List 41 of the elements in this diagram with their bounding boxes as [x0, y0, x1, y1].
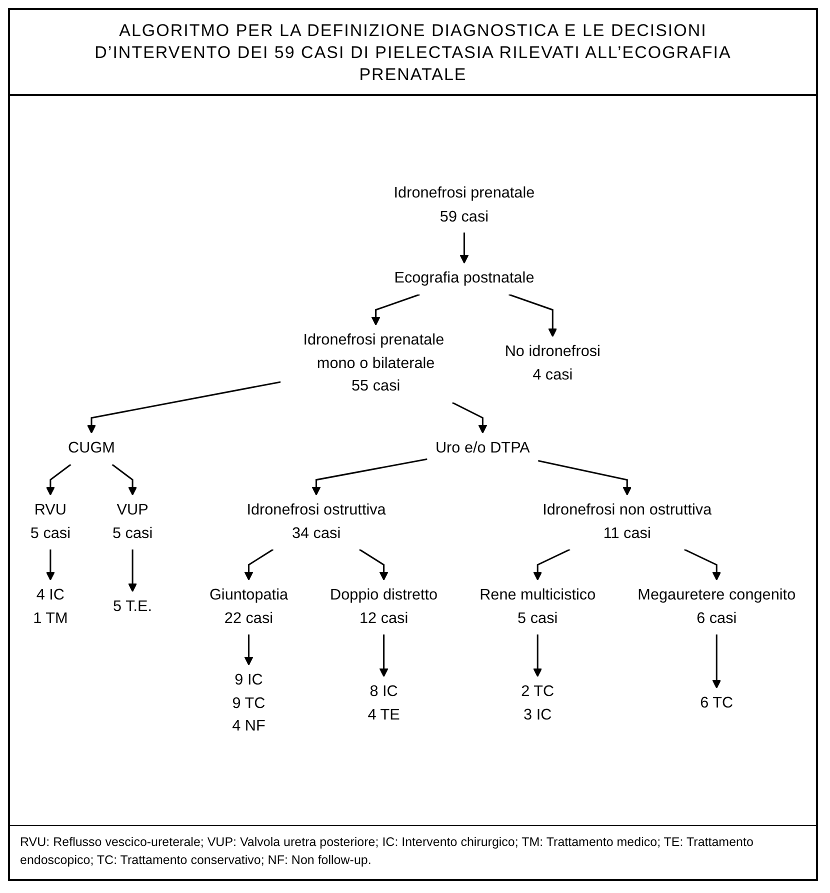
arrow	[538, 460, 632, 496]
arrow	[508, 294, 558, 338]
arrow	[379, 634, 388, 678]
node-text: 6 TC	[700, 694, 734, 712]
node-text: 2 TC 3 IC	[521, 683, 554, 724]
arrow	[533, 549, 570, 581]
node-text: 4 IC 1 TM	[33, 586, 68, 628]
arrow	[312, 458, 428, 496]
node-text: Uro e/o DTPA	[435, 440, 530, 458]
node-text: 9 IC 9 TC 4 NF	[232, 672, 266, 736]
caption: RVU: Reflusso vescico-ureterale; VUP: Valvola uretra posteriore; IC: Intervento chirurgico; TM: Trattamento medico; TE: Trattamento endoscopico; TC: Trattamento conservativo; NF: Non follow-up.	[10, 825, 816, 879]
node-text: Doppio distretto 12 casi	[330, 586, 438, 628]
arrow	[460, 232, 469, 264]
node-text: 8 IC 4 TE	[368, 683, 400, 724]
arrow	[87, 381, 281, 434]
arrow	[452, 402, 488, 434]
arrow	[371, 294, 420, 326]
node-text: CUGM	[68, 440, 115, 458]
arrow	[358, 549, 388, 581]
arrow	[533, 634, 542, 678]
node-text: No idronefrosi 4 casi	[504, 343, 600, 384]
arrow	[684, 549, 722, 581]
node-text: Ecografia postnatale	[394, 270, 534, 288]
node-text: Idronefrosi ostruttiva 34 casi	[246, 502, 386, 542]
node-text: Idronefrosi prenatale 59 casi	[394, 184, 535, 226]
arrow	[244, 634, 254, 666]
node-text: Idronefrosi prenatale mono o bilaterale 55 casi	[303, 332, 444, 396]
node-text: 5 T.E.	[113, 598, 152, 616]
node-text: Giuntopatia 22 casi	[209, 586, 288, 628]
node-text: VUP 5 casi	[112, 502, 153, 542]
arrow	[46, 550, 55, 581]
node-text: Rene multicistico 5 casi	[480, 586, 596, 628]
arrow	[712, 634, 722, 689]
arrow	[244, 549, 274, 581]
arrow	[112, 464, 138, 496]
diagram-title: ALGORITMO PER LA DEFINIZIONE DIAGNOSTICA E LE DECISIONI D’INTERVENTO DEI 59 CASI DI PIELECTASIA RILEVATI ALL’ECOGRAFIA PRENATALE	[10, 10, 816, 96]
arrow	[46, 464, 72, 496]
node-text: RVU 5 casi	[30, 502, 71, 542]
arrow	[128, 550, 138, 592]
node-text: Megauretere congenito 6 casi	[638, 586, 796, 628]
node-text: Idronefrosi non ostruttiva 11 casi	[542, 502, 712, 542]
